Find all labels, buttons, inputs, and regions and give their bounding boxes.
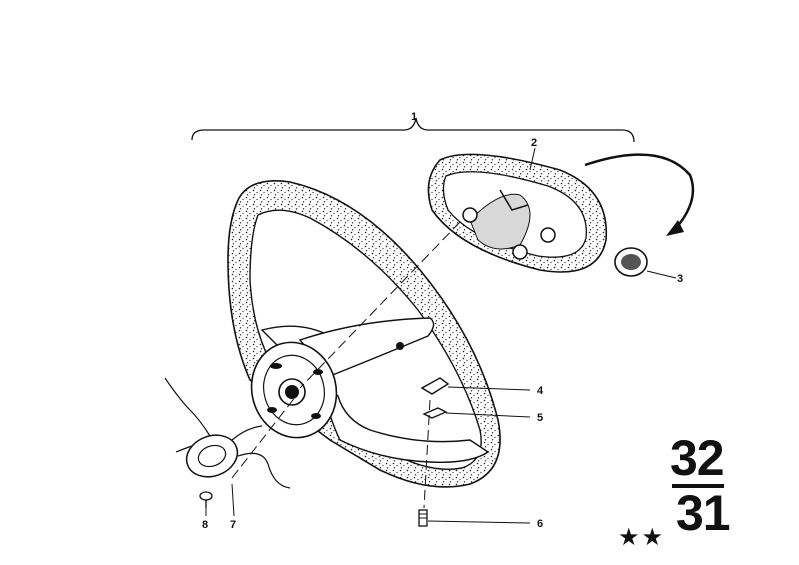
group-number-top: 32 <box>670 430 725 486</box>
part-label-3: 3 <box>677 273 683 285</box>
screw <box>418 509 428 527</box>
emblem <box>614 247 648 277</box>
assembly-lines <box>231 221 461 509</box>
part-label-8: 8 <box>202 519 208 531</box>
group-number-bottom: 31 <box>676 485 731 541</box>
assembly-bracket <box>191 117 635 143</box>
leader-lines <box>205 147 677 524</box>
arrow-head <box>666 220 684 236</box>
part-label-2: 2 <box>531 137 537 149</box>
part-label-4: 4 <box>537 385 544 397</box>
clip-upper <box>420 377 450 395</box>
stars-mark: ★★ <box>618 523 666 551</box>
group-divider <box>672 484 724 488</box>
curved-arrow <box>584 153 695 229</box>
part-label-6: 6 <box>537 518 543 530</box>
part-label-7: 7 <box>230 519 236 531</box>
horn-pad <box>427 153 608 273</box>
part-label-1: 1 <box>411 111 417 123</box>
part-label-5: 5 <box>537 412 543 424</box>
contact-ring <box>164 377 291 489</box>
small-screw <box>199 491 213 508</box>
